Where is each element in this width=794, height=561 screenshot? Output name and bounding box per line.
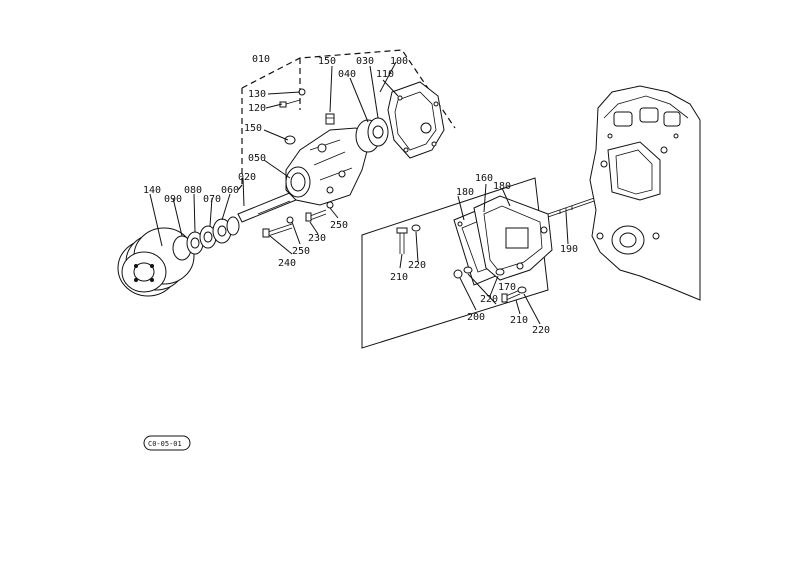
callout-220-a: 220 bbox=[408, 260, 426, 271]
drain-plug-side bbox=[279, 88, 306, 145]
callout-120: 120 bbox=[248, 103, 266, 114]
pump-cover bbox=[387, 81, 445, 159]
callout-labels: 010 150 040 030 100 110 130 120 150 050 … bbox=[143, 54, 578, 336]
callout-150-top: 150 bbox=[318, 56, 336, 67]
callout-160: 160 bbox=[475, 173, 493, 184]
reference-badge: C0-05-01 bbox=[143, 435, 191, 451]
callout-150-side: 150 bbox=[244, 123, 262, 134]
callout-180-a: 180 bbox=[456, 187, 474, 198]
pump-shaft bbox=[237, 191, 297, 223]
water-flange bbox=[473, 195, 553, 281]
callout-210-a: 210 bbox=[390, 272, 408, 283]
engine-block bbox=[589, 85, 701, 301]
callout-200: 200 bbox=[467, 312, 485, 323]
stud-190 bbox=[547, 195, 601, 218]
callout-250-b: 250 bbox=[330, 220, 348, 231]
callout-050: 050 bbox=[248, 153, 266, 164]
bearing-stack bbox=[172, 216, 240, 261]
flange-bolts bbox=[396, 224, 527, 303]
callout-090: 090 bbox=[164, 194, 182, 205]
callout-210-b: 210 bbox=[510, 315, 528, 326]
callout-220-c: 220 bbox=[532, 325, 550, 336]
callout-240: 240 bbox=[278, 258, 296, 269]
callout-110: 110 bbox=[376, 69, 394, 80]
callout-170: 170 bbox=[498, 282, 516, 293]
callout-070: 070 bbox=[203, 194, 221, 205]
callout-140: 140 bbox=[143, 185, 161, 196]
drain-plug-top bbox=[325, 113, 335, 125]
gasket-group-outline bbox=[361, 177, 549, 349]
fan-pulley bbox=[117, 227, 195, 297]
callout-230: 230 bbox=[308, 233, 326, 244]
callout-130: 130 bbox=[248, 89, 266, 100]
callout-030: 030 bbox=[356, 56, 374, 67]
callout-180-b: 180 bbox=[493, 181, 511, 192]
callout-060: 060 bbox=[221, 185, 239, 196]
callout-220-b: 220 bbox=[480, 294, 498, 305]
callout-020: 020 bbox=[238, 172, 256, 183]
pump-housing bbox=[285, 127, 371, 206]
leader-lines bbox=[149, 61, 569, 325]
impeller bbox=[355, 117, 389, 153]
callout-190: 190 bbox=[560, 244, 578, 255]
callout-080: 080 bbox=[184, 185, 202, 196]
callout-040: 040 bbox=[338, 69, 356, 80]
callout-010: 010 bbox=[252, 54, 270, 65]
reference-code: C0-05-01 bbox=[148, 440, 182, 448]
callout-100: 100 bbox=[390, 56, 408, 67]
callout-250-a: 250 bbox=[292, 246, 310, 257]
